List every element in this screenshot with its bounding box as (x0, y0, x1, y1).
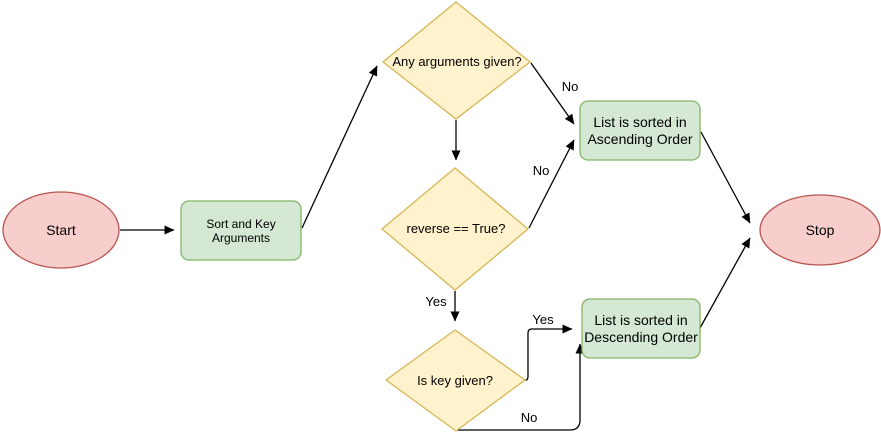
node-reverse-true: reverse == True? (380, 167, 530, 291)
edge-ascending-to-stop (700, 131, 751, 224)
reverse-true-label: reverse == True? (407, 221, 506, 236)
ascending-order-label-line2: Ascending Order (587, 131, 692, 147)
ascending-order-process-shape (579, 100, 701, 161)
edge-label-yes-reverse: Yes (425, 294, 447, 309)
edge-label-no-key-given: No (521, 410, 538, 425)
descending-order-label-line2: Descending Order (584, 329, 698, 345)
sort-key-arguments-process-shape (180, 200, 302, 261)
edge-reverse-no-to-ascending (528, 139, 575, 229)
is-key-given-label: Is key given? (417, 373, 493, 388)
descending-order-process-shape (581, 298, 701, 359)
node-sort-key-arguments: Sort and Key Arguments (180, 200, 302, 261)
any-arguments-label: Any arguments given? (392, 54, 521, 69)
edge-is-key-yes-to-descending (525, 324, 573, 381)
sort-key-arguments-label-line2: Arguments (212, 231, 270, 245)
edge-any-arguments-no-to-ascending (530, 62, 575, 125)
node-any-arguments-given: Any arguments given? (381, 1, 532, 120)
edge-is-key-no-to-descending (457, 343, 585, 431)
node-descending-order: List is sorted in Descending Order (581, 298, 701, 359)
any-arguments-decision-shape (381, 1, 532, 120)
edge-descending-to-stop (699, 237, 751, 329)
sort-key-arguments-label-line1: Sort and Key (206, 217, 275, 231)
edge-label-no-reverse: No (533, 163, 550, 178)
start-terminal-shape (2, 191, 120, 269)
edge-label-yes-key-given: Yes (532, 312, 554, 327)
edges (120, 62, 751, 431)
descending-order-label-line1: List is sorted in (594, 312, 687, 328)
is-key-given-decision-shape (384, 329, 527, 432)
ascending-order-label-line1: List is sorted in (593, 114, 686, 130)
reverse-true-decision-shape (380, 167, 530, 291)
node-stop: Stop (759, 194, 881, 266)
start-label: Start (46, 222, 76, 238)
stop-terminal-shape (759, 194, 881, 266)
stop-label: Stop (806, 222, 835, 238)
edge-labels: No No Yes Yes No (425, 79, 578, 425)
edge-label-no-any-arguments: No (562, 79, 579, 94)
node-is-key-given: Is key given? (384, 329, 527, 432)
node-start: Start (2, 191, 120, 269)
node-ascending-order: List is sorted in Ascending Order (579, 100, 701, 161)
edge-sort-to-any-arguments (301, 65, 378, 229)
